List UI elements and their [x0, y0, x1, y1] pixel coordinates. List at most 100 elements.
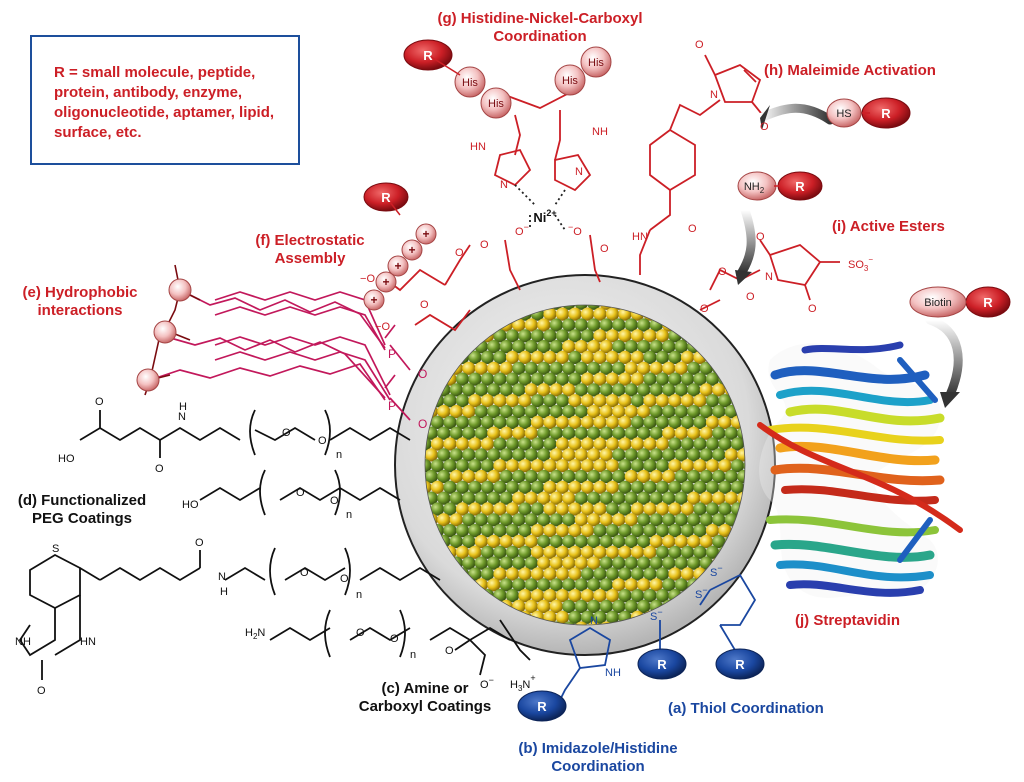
- core-atom-gold: [662, 361, 676, 375]
- core-atom-green: [512, 578, 526, 592]
- core-atom-gold: [493, 459, 507, 473]
- core-atom-green: [537, 361, 551, 375]
- core-atom-green: [518, 437, 532, 451]
- core-atom-green: [724, 469, 738, 484]
- core-atom-gold: [480, 502, 495, 516]
- core-atom-green: [693, 524, 707, 538]
- core-atom-green: [687, 405, 701, 419]
- core-atom-gold: [493, 502, 507, 516]
- core-atom-green: [612, 426, 626, 440]
- core-atom-green: [543, 437, 557, 451]
- core-atom-green: [480, 480, 495, 494]
- core-atom-green: [655, 589, 670, 603]
- core-atom-green: [493, 372, 507, 386]
- atom-nh: NH: [15, 636, 31, 648]
- core-atom-gold: [574, 340, 588, 354]
- core-atom-green: [674, 491, 688, 505]
- core-atom-green: [674, 340, 688, 354]
- core-atom-green: [562, 578, 576, 592]
- core-atom-gold: [543, 350, 557, 364]
- core-atom-green: [512, 383, 526, 397]
- peg-chains: [79, 409, 531, 676]
- core-atom-gold: [487, 361, 501, 375]
- core-atom-green: [674, 513, 688, 527]
- r-token: R: [537, 699, 547, 714]
- core-atom-green: [643, 524, 657, 538]
- core-atom-green: [612, 448, 626, 462]
- core-atom-green: [612, 534, 626, 549]
- core-atom-green: [662, 513, 676, 527]
- atom-nh: NH: [592, 126, 608, 138]
- core-atom-gold: [680, 567, 695, 581]
- core-atom-green: [568, 350, 582, 364]
- core-atom-green: [505, 437, 520, 451]
- atom-o: O: [296, 487, 305, 499]
- core-atom-green: [643, 350, 657, 364]
- core-atom-green: [618, 589, 632, 603]
- plus-beads: [136, 223, 437, 392]
- core-atom-green: [662, 578, 676, 592]
- core-atom-gold: [425, 448, 438, 462]
- atom-o: O: [756, 231, 765, 243]
- core-atom-gold: [643, 502, 657, 516]
- label-b-line2: Coordination: [551, 758, 645, 775]
- his-token: His: [462, 77, 478, 89]
- label-a-thiol: (a) Thiol Coordination: [668, 700, 824, 717]
- core-atom-gold: [593, 545, 607, 559]
- core-atom-green: [468, 415, 482, 429]
- core-atom-gold: [674, 534, 688, 549]
- atom-o: O: [155, 463, 164, 475]
- core-atom-green: [624, 318, 638, 332]
- core-atom-green: [425, 469, 438, 484]
- core-atom-gold: [618, 437, 632, 451]
- core-atom-gold: [443, 437, 457, 451]
- core-atom-gold: [580, 480, 595, 494]
- core-atom-green: [574, 491, 588, 505]
- core-atom-gold: [630, 437, 645, 451]
- core-atom-green: [505, 480, 520, 494]
- core-atom-green: [643, 372, 657, 386]
- core-atom-gold: [549, 556, 563, 570]
- core-atom-green: [574, 426, 588, 440]
- core-atom-green: [443, 524, 457, 538]
- his-token: His: [488, 98, 504, 110]
- label-g-line2: Coordination: [493, 28, 587, 45]
- core-atom-green: [549, 340, 563, 354]
- core-atom-gold: [624, 578, 638, 592]
- atom-o: O: [282, 427, 291, 439]
- core-atom-green: [430, 415, 445, 429]
- core-atom-gold: [562, 383, 576, 397]
- core-atom-green: [480, 350, 495, 364]
- label-j-streptavidin: (j) Streptavidin: [795, 612, 901, 629]
- core-atom-gold: [580, 545, 595, 559]
- core-atom-gold: [543, 567, 557, 581]
- core-atom-green: [462, 534, 476, 549]
- core-atom-green: [730, 459, 745, 473]
- core-atom-gold: [593, 502, 607, 516]
- core-atom-gold: [718, 524, 732, 538]
- atom-n: N: [590, 615, 598, 627]
- core-atom-green: [718, 437, 732, 451]
- r-token: R: [881, 106, 891, 121]
- atom-h: H: [220, 586, 228, 598]
- core-atom-gold: [605, 415, 620, 429]
- label-h-maleimide: (h) Maleimide Activation: [764, 62, 936, 79]
- core-atom-gold: [449, 469, 463, 484]
- core-atom-gold: [468, 545, 482, 559]
- r-token: R: [735, 657, 745, 672]
- core-atom-green: [512, 513, 526, 527]
- core-atom-gold: [655, 394, 670, 408]
- core-atom-gold: [599, 448, 613, 462]
- core-atom-gold: [462, 405, 476, 419]
- biotin-molecule: [18, 553, 101, 680]
- core-atom-gold: [555, 415, 570, 429]
- core-atom-green: [580, 329, 595, 343]
- surface-linkers: [379, 89, 761, 332]
- core-atom-green: [487, 340, 501, 354]
- core-atom-gold: [487, 578, 501, 592]
- core-atom-green: [655, 545, 670, 559]
- thiolate-s: S−: [650, 607, 663, 623]
- core-atom-green: [637, 318, 651, 332]
- core-atom-green: [655, 567, 670, 581]
- core-atom-green: [637, 534, 651, 549]
